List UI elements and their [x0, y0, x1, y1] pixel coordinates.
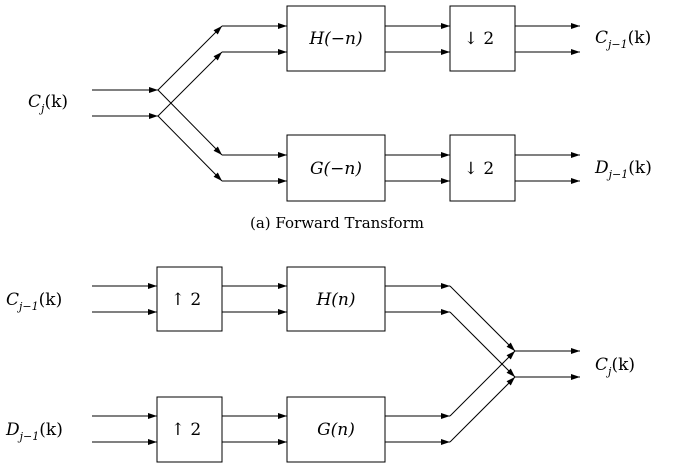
inverse-merge-top-1 [449, 285, 516, 352]
inverse-upsample-top-label: ↑ 2 [171, 290, 201, 310]
forward-transform: Cj(k) H(−n) G(−n) [28, 5, 652, 232]
forward-split-bottom-2 [157, 115, 223, 182]
inverse-h-filter-block: H(n) [286, 266, 386, 332]
inverse-h-filter-label: H(n) [315, 290, 355, 310]
inverse-upsample-bottom-block: ↑ 2 [156, 396, 223, 463]
inverse-merge-bottom-1 [449, 350, 516, 417]
forward-downsample-bottom-label: ↓ 2 [464, 159, 494, 179]
inverse-upsample-bottom-label: ↑ 2 [171, 420, 201, 440]
forward-split-top-2 [157, 51, 223, 117]
inverse-input-top-label: Cj−1(k) [6, 290, 62, 313]
forward-g-filter-label: G(−n) [310, 159, 362, 179]
forward-downsample-top-label: ↓ 2 [464, 29, 494, 49]
forward-output-top-label: Cj−1(k) [595, 28, 651, 51]
inverse-merge-bottom-2 [449, 376, 516, 443]
forward-downsample-top-block: ↓ 2 [449, 5, 516, 72]
inverse-g-filter-block: G(n) [286, 396, 386, 463]
forward-g-filter-block: G(−n) [286, 134, 386, 202]
forward-h-filter-label: H(−n) [308, 29, 362, 49]
forward-caption: (a) Forward Transform [250, 214, 424, 232]
forward-split-top-1 [157, 25, 223, 91]
inverse-transform: Cj−1(k) Dj−1(k) ↑ 2 ↑ 2 H(n) [5, 266, 635, 463]
forward-output-bottom-label: Dj−1(k) [594, 158, 652, 181]
forward-h-filter-block: H(−n) [286, 5, 386, 72]
inverse-g-filter-label: G(n) [317, 420, 355, 440]
forward-downsample-bottom-block: ↓ 2 [449, 134, 516, 202]
inverse-upsample-top-block: ↑ 2 [156, 266, 223, 332]
inverse-output-label: Cj(k) [595, 355, 635, 378]
forward-split-bottom-1 [157, 89, 223, 156]
inverse-input-bottom-label: Dj−1(k) [5, 420, 63, 443]
forward-input-label: Cj(k) [28, 92, 68, 115]
inverse-merge-top-2 [449, 311, 516, 378]
